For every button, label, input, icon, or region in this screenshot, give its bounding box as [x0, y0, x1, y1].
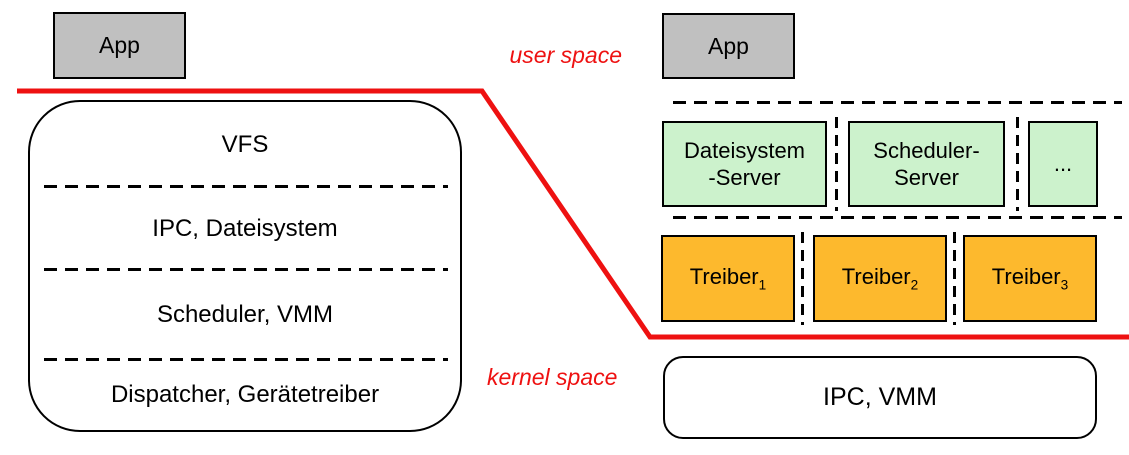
- app-box-left: App: [53, 12, 186, 79]
- monolithic-kernel-box: VFS IPC, Dateisystem Scheduler, VMM Disp…: [28, 100, 462, 432]
- server-label: Scheduler- Server: [873, 137, 979, 192]
- server-box-dateisystem: Dateisystem -Server: [662, 121, 827, 207]
- driver-box-3: Treiber3: [963, 235, 1097, 322]
- microkernel-label: IPC, VMM: [823, 383, 937, 411]
- server-label: Dateisystem -Server: [684, 137, 805, 192]
- app-label-left: App: [99, 32, 140, 58]
- kernel-layer-label: Dispatcher, Gerätetreiber: [110, 381, 380, 408]
- layer-divider: [44, 358, 448, 361]
- driver-label-base: Treiber: [689, 264, 759, 290]
- kernel-space-label: kernel space: [487, 364, 618, 390]
- user-process-divider-bottom: [673, 216, 1122, 219]
- microkernel-box: IPC, VMM: [663, 356, 1097, 439]
- kernel-layer-label: IPC, Dateisystem: [152, 214, 338, 242]
- kernel-layer-label: VFS: [221, 130, 269, 158]
- kernel-layer-scheduler-vmm: Scheduler, VMM: [30, 270, 460, 360]
- server-box-scheduler: Scheduler- Server: [848, 121, 1005, 207]
- driver-box-2: Treiber2: [813, 235, 947, 322]
- app-label-right: App: [708, 32, 749, 59]
- kernel-layer-vfs: VFS: [30, 102, 460, 187]
- driver-label: Treiber3: [992, 264, 1068, 292]
- driver-label: Treiber1: [690, 264, 766, 292]
- user-process-divider-top: [673, 101, 1122, 104]
- layer-divider: [44, 185, 448, 188]
- driver-label-sub: 3: [1060, 277, 1069, 293]
- server-label-line2: -Server: [708, 165, 781, 190]
- server-divider: [835, 117, 838, 211]
- user-space-label: user space: [509, 42, 622, 68]
- driver-label: Treiber2: [842, 264, 918, 292]
- server-label-line1: Scheduler-: [873, 137, 980, 163]
- driver-label-sub: 2: [910, 277, 919, 293]
- app-box-right: App: [662, 13, 795, 79]
- kernel-layer-dispatcher-treiber: Dispatcher, Gerätetreiber: [30, 360, 460, 430]
- server-label-line2: Server: [894, 165, 959, 190]
- server-divider: [1016, 117, 1019, 211]
- driver-label-sub: 1: [758, 277, 767, 293]
- driver-divider: [801, 232, 804, 325]
- server-label-ellipsis: ...: [1053, 151, 1073, 177]
- driver-label-base: Treiber: [991, 264, 1061, 290]
- driver-label-base: Treiber: [841, 264, 911, 290]
- server-box-ellipsis: ...: [1028, 121, 1098, 207]
- driver-box-1: Treiber1: [661, 235, 795, 322]
- kernel-layer-ipc-dateisystem: IPC, Dateisystem: [30, 187, 460, 270]
- layer-divider: [44, 268, 448, 271]
- driver-divider: [953, 232, 956, 325]
- kernel-layer-label: Scheduler, VMM: [156, 301, 334, 328]
- server-label-line1: Dateisystem: [683, 137, 806, 163]
